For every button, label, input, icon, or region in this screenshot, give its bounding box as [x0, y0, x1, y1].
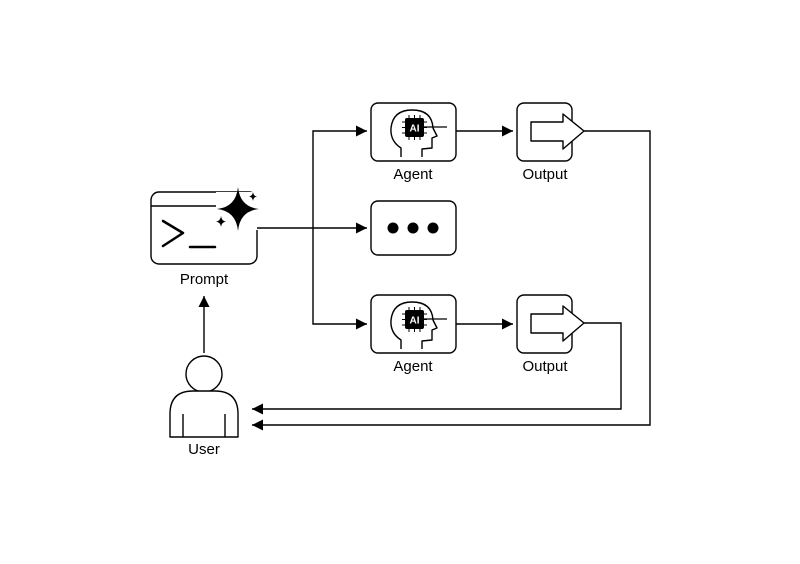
connectors: [198, 125, 651, 431]
agent-node-bottom: AI: [370, 294, 457, 354]
ellipsis-icon: [387, 222, 439, 234]
agent-top-label: Agent: [393, 166, 433, 183]
ai-head-icon: [390, 109, 438, 157]
branch-to-bottom-agent-arrow: [312, 228, 367, 330]
branch-to-top-agent-arrow: [312, 125, 367, 228]
ai-chip-label: AI: [410, 316, 420, 327]
prompt-icon: [150, 187, 259, 265]
ai-chip-label: AI: [410, 124, 420, 135]
user-label: User: [188, 441, 220, 458]
prompt-label: Prompt: [179, 271, 229, 288]
arrow-right-icon: [530, 305, 585, 342]
more-agents-node: [370, 200, 457, 256]
output-bottom-label: Output: [522, 358, 568, 375]
agent-node-top: AI: [370, 102, 457, 162]
bottom-output-to-user-arrow: [252, 322, 622, 415]
output-top-label: Output: [522, 166, 568, 183]
output-node-top: [516, 102, 585, 162]
sparkle-icon: [217, 187, 259, 231]
output-node-bottom: [516, 294, 585, 354]
ai-head-icon: [390, 301, 438, 349]
top-output-to-user-arrow: [252, 130, 651, 431]
user-icon: [169, 355, 239, 438]
agent-bottom-label: Agent: [393, 358, 433, 375]
arrow-right-icon: [530, 113, 585, 150]
